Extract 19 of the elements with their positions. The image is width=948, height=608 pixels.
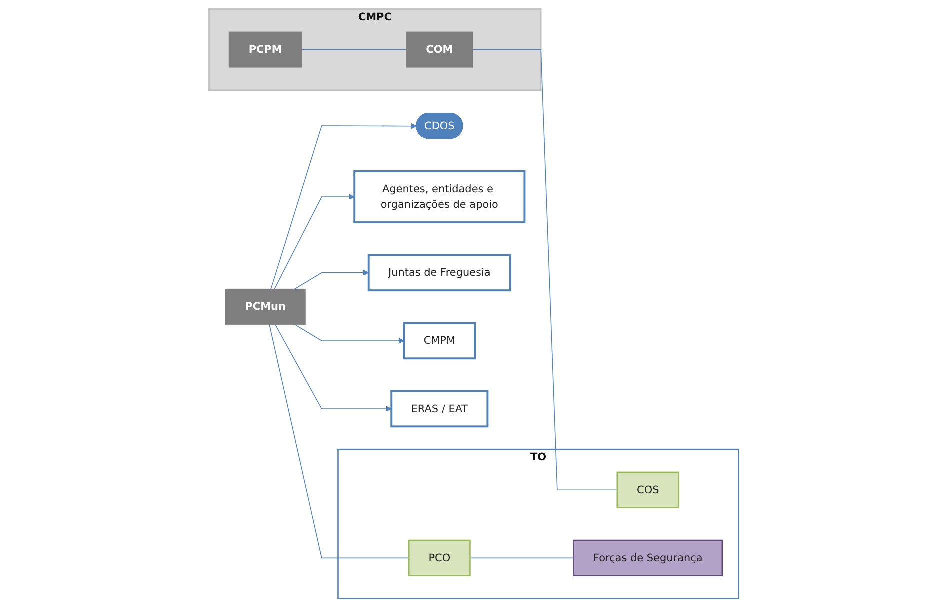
- node-box: PCMun: [225, 288, 306, 325]
- node-box: COS: [616, 472, 680, 508]
- arrow: [274, 324, 392, 412]
- node-box: ERAS / EAT: [390, 390, 489, 428]
- node-box: Forças de Segurança: [573, 540, 724, 576]
- arrow: [270, 123, 418, 290]
- arrow: [294, 270, 370, 290]
- arrow: [294, 324, 404, 344]
- node-box: CMPM: [403, 322, 476, 360]
- node-box: COM: [406, 32, 474, 68]
- connector: [269, 324, 410, 559]
- connector: [470, 558, 574, 559]
- connector: [472, 49, 618, 491]
- node-box: PCPM: [228, 32, 302, 68]
- node-box: Agentes, entidades e organizações de apoio: [354, 170, 526, 224]
- node-box: Juntas de Freguesia: [368, 254, 512, 292]
- connector: [302, 49, 407, 50]
- node-box: PCO: [408, 540, 471, 576]
- arrow: [274, 194, 355, 290]
